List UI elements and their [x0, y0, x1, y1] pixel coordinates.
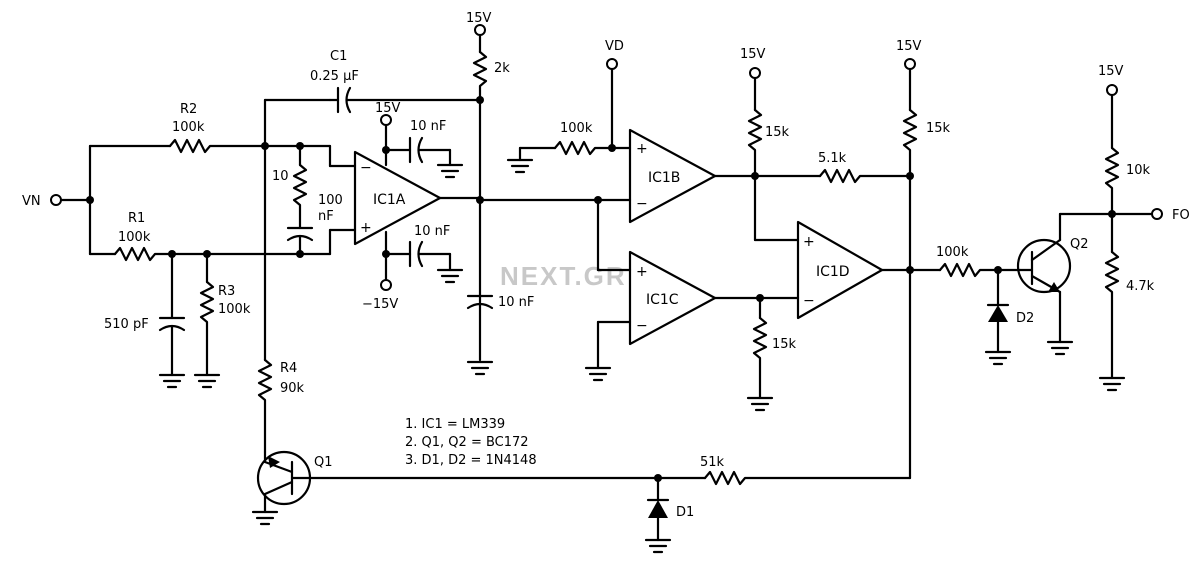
input-wiring: [59, 144, 172, 256]
svg-text:10 nF: 10 nF: [414, 224, 450, 239]
svg-text:+: +: [636, 264, 648, 280]
svg-text:10 nF: 10 nF: [410, 119, 446, 134]
opamp-ic1b: + − IC1B: [628, 128, 822, 224]
svg-text:R2: R2: [180, 102, 197, 117]
resistor-2k: 15V 2k: [466, 11, 510, 362]
svg-text:15V: 15V: [896, 39, 922, 54]
svg-text:15k: 15k: [926, 121, 951, 136]
svg-text:100k: 100k: [118, 230, 151, 245]
resistor-10: 10: [272, 163, 308, 230]
resistor-r1: R1 100k: [113, 211, 302, 262]
svg-text:D2: D2: [1016, 311, 1034, 326]
svg-text:FO: FO: [1172, 208, 1190, 223]
node-wiring: [263, 98, 357, 362]
svg-text:1. IC1 = LM339: 1. IC1 = LM339: [405, 417, 505, 432]
svg-text:3. D1, D2 = 1N4148: 3. D1, D2 = 1N4148: [405, 453, 537, 468]
svg-text:2k: 2k: [494, 61, 510, 76]
junction: [86, 196, 94, 204]
diode-d1: D1: [644, 476, 694, 554]
resistor-10k-4-7k: 15V 10k 4.7k: [1098, 64, 1155, 392]
resistor-100k-icb: 100k: [506, 121, 632, 174]
svg-text:15V: 15V: [1098, 64, 1124, 79]
svg-text:100k: 100k: [172, 120, 205, 135]
svg-text:VD: VD: [605, 39, 624, 54]
resistor-15k-b: 15k: [746, 296, 797, 412]
svg-text:90k: 90k: [280, 381, 305, 396]
svg-text:IC1C: IC1C: [646, 292, 679, 308]
svg-text:10k: 10k: [1126, 163, 1151, 178]
svg-text:100: 100: [318, 193, 343, 208]
svg-text:2. Q1, Q2 = BC172: 2. Q1, Q2 = BC172: [405, 435, 529, 450]
resistor-15k-a: 15V 15k: [740, 47, 800, 242]
svg-text:10 nF: 10 nF: [498, 295, 534, 310]
svg-text:VN: VN: [22, 194, 41, 209]
svg-text:15k: 15k: [765, 125, 790, 140]
svg-text:+: +: [360, 220, 372, 236]
output-terminal: FO: [1110, 208, 1190, 223]
resistor-100k-out: 100k: [936, 245, 1022, 278]
input-terminal: VN: [22, 194, 62, 209]
capacitor-100nf: 100 nF: [286, 193, 343, 256]
capacitor-c1: C1 0.25 µF: [310, 49, 482, 114]
comparator-wiring: [478, 198, 632, 382]
transistor-q2: Q2: [1016, 212, 1114, 356]
svg-text:100k: 100k: [560, 121, 593, 136]
svg-text:Q2: Q2: [1070, 237, 1089, 252]
resistor-r2: R2 100k: [168, 102, 267, 154]
capacitor-10nf-bottom: 10 nF: [466, 294, 534, 376]
diode-d2: D2: [984, 268, 1034, 366]
svg-text:15k: 15k: [772, 337, 797, 352]
svg-text:−: −: [360, 160, 372, 176]
svg-text:510 pF: 510 pF: [104, 317, 149, 332]
resistor-5-1k: 5.1k: [818, 151, 912, 184]
svg-text:+: +: [803, 234, 815, 250]
resistor-r3: R3 100k: [199, 252, 251, 377]
svg-text:nF: nF: [318, 209, 334, 224]
svg-text:0.25 µF: 0.25 µF: [310, 69, 359, 84]
svg-text:IC1D: IC1D: [816, 264, 850, 280]
opamp-ic1c: + − IC1C: [628, 250, 800, 346]
svg-text:−: −: [636, 196, 648, 212]
svg-text:100k: 100k: [936, 245, 969, 260]
svg-text:Q1: Q1: [314, 455, 333, 470]
svg-text:4.7k: 4.7k: [1126, 279, 1155, 294]
svg-text:−: −: [636, 318, 648, 334]
svg-text:5.1k: 5.1k: [818, 151, 847, 166]
svg-text:IC1A: IC1A: [373, 192, 406, 208]
vd-terminal: VD: [605, 39, 624, 150]
svg-text:R4: R4: [280, 361, 297, 376]
resistor-15k-c: 15V 15k: [896, 39, 951, 480]
svg-text:D1: D1: [676, 505, 694, 520]
svg-text:15V: 15V: [375, 101, 401, 116]
resistor-r4: R4 90k: [257, 358, 305, 454]
svg-text:+: +: [636, 141, 648, 157]
svg-text:100k: 100k: [218, 302, 251, 317]
svg-text:15V: 15V: [740, 47, 766, 62]
ground-icon: [158, 373, 221, 389]
watermark: NEXT.GR: [500, 261, 627, 291]
opamp-ic1a: − + IC1A: [353, 150, 482, 246]
transistor-q1: Q1: [251, 450, 333, 526]
svg-text:−15V: −15V: [362, 297, 398, 312]
svg-text:10: 10: [272, 169, 289, 184]
svg-text:IC1B: IC1B: [648, 170, 680, 186]
svg-text:R1: R1: [128, 211, 145, 226]
svg-text:15V: 15V: [466, 11, 492, 26]
svg-text:−: −: [803, 293, 815, 309]
feedback-wiring: [308, 470, 912, 486]
ic1a-supply: 15V 10 nF 10 nF −15V: [362, 101, 464, 312]
svg-text:R3: R3: [218, 284, 235, 299]
notes: 1. IC1 = LM339 2. Q1, Q2 = BC172 3. D1, …: [405, 417, 537, 468]
resistor-51k-label: 51k: [700, 455, 725, 470]
opamp-ic1d: + − IC1D: [796, 220, 942, 320]
capacitor-510pf: 510 pF: [104, 252, 186, 377]
svg-text:C1: C1: [330, 49, 347, 64]
